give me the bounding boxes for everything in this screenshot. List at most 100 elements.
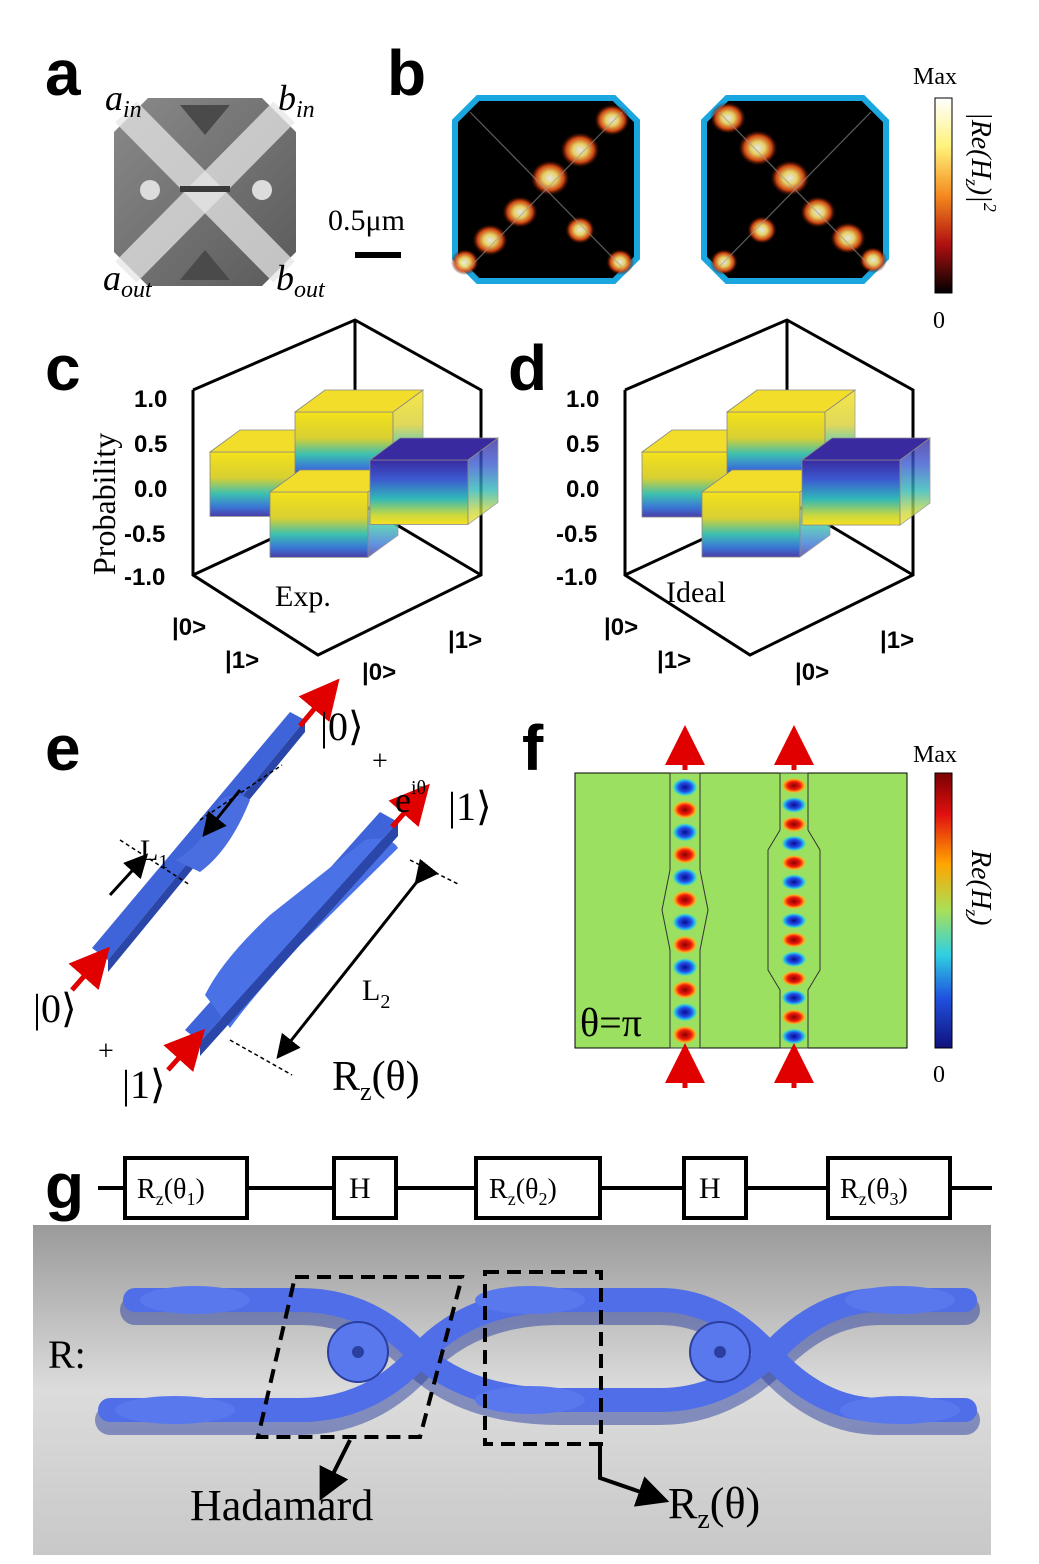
c-ztick-3: 0.0	[134, 476, 167, 503]
f-guide-left	[661, 772, 709, 1049]
f-right-lobe-3	[781, 835, 807, 852]
panel-e-letter: e	[45, 712, 81, 784]
c-bar-1-0	[269, 491, 369, 558]
e-ket0-bottom: |0⟩	[33, 986, 77, 1031]
f-field-map	[574, 772, 908, 1049]
e-ket1-top: |1⟩	[448, 784, 492, 829]
heat-colorbar	[934, 97, 953, 294]
circuit-gates: Rz(θ1) H Rz(θ2) H Rz(θ3)	[123, 1156, 952, 1220]
b-in-label: bin	[278, 78, 315, 123]
R-label: R:	[48, 1332, 86, 1377]
f-right-lobe-13	[781, 1028, 807, 1045]
f-right-lobe-1	[781, 796, 807, 814]
f-right-lobe-7	[781, 912, 807, 929]
e-gate: Rz(θ)	[332, 1054, 420, 1106]
device-waveguides	[95, 1286, 980, 1435]
f-left-lobe-8	[672, 957, 698, 977]
rz-label: Rz(θ)	[668, 1479, 760, 1535]
hadamard-arrow	[319, 1439, 352, 1501]
panel-c-letter: c	[45, 332, 81, 404]
f-right-lobe-2	[781, 816, 807, 833]
c-zlabel: Probability	[86, 433, 122, 575]
hadamard-device-1	[327, 1321, 389, 1383]
gate-h-2-label: H	[699, 1172, 721, 1205]
d-ztick-1: 1.0	[566, 386, 599, 413]
f-left-lobe-11	[672, 1025, 698, 1045]
gate-rz-3-label: Rz(θ3)	[840, 1174, 908, 1209]
d-bar-top-0-1	[725, 389, 857, 413]
c-ztick-4: -0.5	[124, 521, 165, 548]
c-note: Exp.	[275, 580, 331, 613]
e-ket0-top: |0⟩	[320, 704, 364, 749]
panel-a-letter: a	[45, 37, 81, 109]
hadamard-label: Hadamard	[190, 1481, 373, 1530]
L2-dash-bottom	[229, 1039, 293, 1076]
panel-d-letter: d	[508, 332, 547, 404]
e-L2: L2	[362, 974, 390, 1013]
f-theta-label: θ=π	[580, 1000, 642, 1045]
e-phase: eiθ	[395, 777, 426, 820]
d-ztick-2: 0.5	[566, 431, 599, 458]
b-colorbar-max: Max	[913, 64, 957, 90]
f-right-lobe-12	[781, 1008, 807, 1026]
f-right-lobe-8	[781, 931, 807, 949]
c-bar-top-1-1	[368, 437, 500, 461]
d-bar-1-1	[801, 459, 901, 526]
f-right-lobe-10	[781, 970, 807, 987]
d-ztick-3: 0.0	[566, 476, 599, 503]
f-left-lobe-2	[672, 822, 698, 842]
panel-f-letter: f	[522, 712, 544, 784]
b-colorbar-min: 0	[933, 308, 945, 334]
f-right-lobe-11	[781, 989, 807, 1006]
c-row-0: |0>	[172, 614, 206, 641]
e-L1: L1	[140, 834, 168, 873]
c-bar-top-0-1	[293, 389, 425, 413]
d-ztick-5: -1.0	[556, 564, 597, 591]
hadamard-device-2	[689, 1321, 751, 1383]
rz-box	[483, 1270, 603, 1446]
chart-c-bars	[208, 389, 500, 559]
f-colorbar-max: Max	[913, 742, 957, 768]
sem-image	[114, 98, 296, 286]
d-bar-top-1-1	[800, 437, 932, 461]
L1-arrow-bottom	[108, 853, 149, 897]
L1-arrow-top	[202, 789, 242, 838]
rz-arrow	[598, 1445, 670, 1507]
gate-rz-2	[474, 1156, 602, 1220]
f-colorbar-min: 0	[933, 1062, 945, 1088]
f-left-lobe-1	[672, 800, 698, 820]
f-left-lobe-0	[672, 777, 698, 797]
f-left-lobe-6	[672, 912, 698, 932]
f-right-lobe-9	[781, 951, 807, 968]
f-right-lobe-6	[781, 893, 807, 910]
d-col-0: |0>	[795, 659, 829, 686]
chart-c-zticks: 1.0 0.5 0.0 -0.5 -1.0	[124, 386, 167, 591]
f-left-lobe-10	[672, 1002, 698, 1022]
d-ztick-4: -0.5	[556, 521, 597, 548]
chart-d-zticks: 1.0 0.5 0.0 -0.5 -1.0	[556, 386, 599, 591]
panel-g-letter: g	[45, 1150, 84, 1222]
gate-h-1-label: H	[349, 1172, 371, 1205]
hadamard-box	[255, 1275, 465, 1439]
c-ztick-1: 1.0	[134, 386, 167, 413]
scale-bar-label: 0.5μm	[328, 204, 405, 237]
f-left-lobe-7	[672, 935, 698, 955]
gate-rz-2-label: Rz(θ2)	[489, 1174, 557, 1209]
field-map-left	[451, 95, 640, 284]
d-bar-1-0	[701, 491, 801, 558]
f-left-lobe-9	[672, 980, 698, 1000]
e-ket1-bottom: |1⟩	[122, 1062, 166, 1107]
f-colorbar-label: Re(Hz)	[962, 849, 996, 925]
field-map-right	[701, 95, 889, 284]
f-right-lobe-5	[781, 873, 807, 891]
d-row-1: |1>	[657, 647, 691, 674]
scale-bar	[355, 252, 401, 258]
b-out-label: bout	[276, 258, 326, 303]
e-arrow-out-0	[298, 678, 340, 728]
f-right-lobe-0	[781, 777, 807, 794]
c-bar-1-1	[369, 459, 469, 525]
panel-b-letter: b	[387, 37, 426, 109]
e-plus-top: +	[372, 746, 388, 777]
c-ztick-2: 0.5	[134, 431, 167, 458]
